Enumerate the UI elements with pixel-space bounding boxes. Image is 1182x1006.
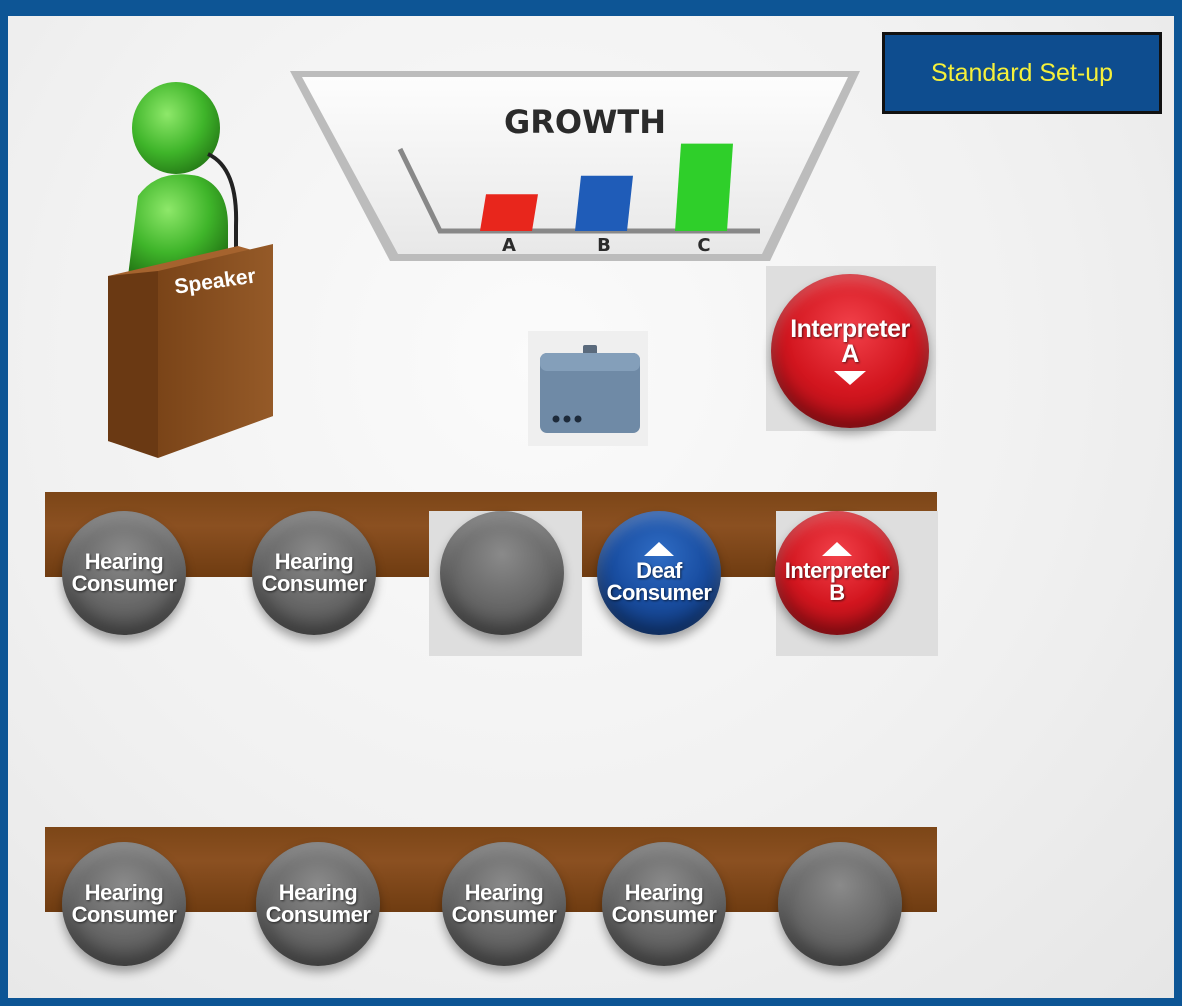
hearing-consumer-seat: Hearing Consumer xyxy=(62,511,186,635)
seat-label: Hearing Consumer xyxy=(265,880,371,927)
empty-seat xyxy=(440,511,564,635)
chart-category-label: A xyxy=(502,235,516,256)
arrow-down-icon xyxy=(834,371,866,385)
seat-label: Hearing Consumer xyxy=(71,880,177,927)
seat-label: Hearing Consumer xyxy=(71,549,177,596)
hearing-consumer-seat: Hearing Consumer xyxy=(62,842,186,966)
chart-bar-b xyxy=(575,175,633,231)
interpreter-a-label: Interpreter xyxy=(790,315,910,343)
speaker-figure: Speaker xyxy=(108,82,273,458)
deaf-consumer-seat: Deaf Consumer xyxy=(597,511,721,635)
chart-category-label: C xyxy=(697,235,710,256)
projector-icon xyxy=(528,331,648,446)
chart-bar-a xyxy=(480,194,538,231)
chart-axis xyxy=(397,147,760,234)
chart-bars xyxy=(480,143,733,231)
podium-front xyxy=(158,244,273,458)
seat-label: Hearing Consumer xyxy=(611,880,717,927)
seat-label: Hearing Consumer xyxy=(261,549,367,596)
podium-side xyxy=(108,271,158,458)
chart-title: GROWTH xyxy=(504,103,666,141)
presentation-screen: GROWTH A B C xyxy=(290,71,860,261)
chart-category-labels: A B C xyxy=(502,235,711,256)
seat-label: Deaf Consumer xyxy=(606,558,712,605)
speaker-body xyxy=(128,174,228,276)
hearing-consumer-seat: Hearing Consumer xyxy=(252,511,376,635)
empty-seat xyxy=(778,842,902,966)
hearing-consumer-seat: Hearing Consumer xyxy=(256,842,380,966)
microphone-icon xyxy=(207,152,239,251)
hearing-consumer-seat: Hearing Consumer xyxy=(442,842,566,966)
diagram-canvas: Standard Set-up GROWTH A B C xyxy=(8,16,1174,998)
seat-label: Hearing Consumer xyxy=(451,880,557,927)
setup-title-box: Standard Set-up xyxy=(882,32,1162,114)
interpreter-a-seat: Interpreter A xyxy=(771,274,929,428)
chart-bar-c xyxy=(675,143,733,231)
arrow-up-icon xyxy=(822,542,852,556)
arrow-up-icon xyxy=(644,542,674,556)
setup-title: Standard Set-up xyxy=(930,58,1114,87)
speaker-head xyxy=(132,82,220,174)
chart-category-label: B xyxy=(597,235,611,256)
seat-label: Interpreter B xyxy=(784,558,890,605)
interpreter-a-letter: A xyxy=(841,340,859,368)
hearing-consumer-seat: Hearing Consumer xyxy=(602,842,726,966)
interpreter-b-seat: Interpreter B xyxy=(775,511,899,635)
